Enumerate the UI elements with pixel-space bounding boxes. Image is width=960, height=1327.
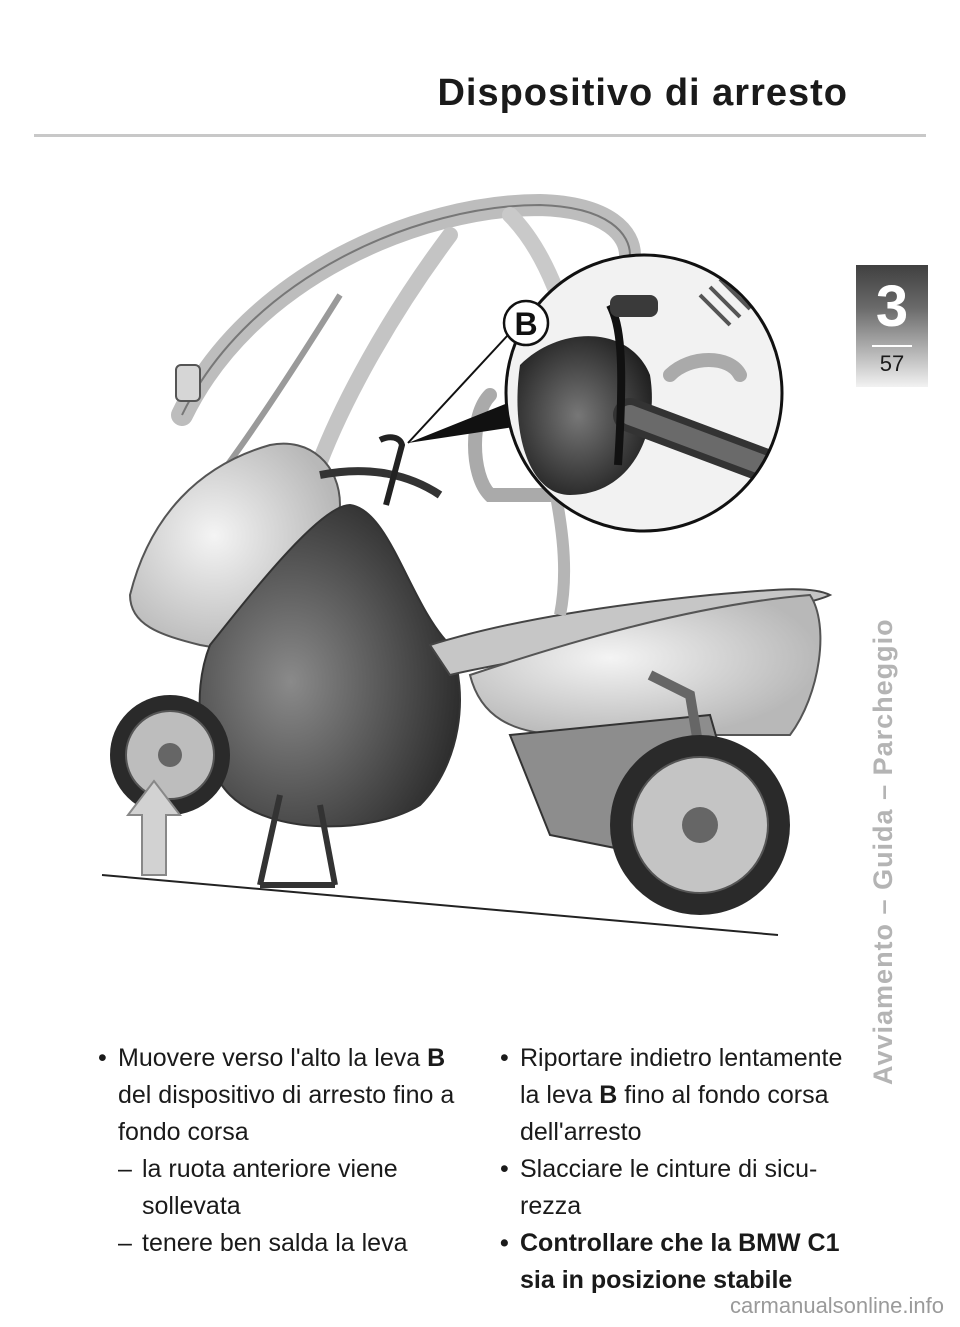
lift-arrow-icon	[125, 779, 183, 876]
sub-list-item: la ruota anteriore viene sollevata	[98, 1151, 468, 1225]
lower-body	[198, 503, 461, 828]
page-title: Dispositivo di arresto	[437, 72, 848, 114]
instructions-right-column: Riportare indietro lentamente la leva B …	[500, 1040, 860, 1299]
rear-wheel	[610, 735, 790, 915]
list-item: Controllare che la BMW C1 sia in posizio…	[500, 1225, 860, 1299]
list-item: Slacciare le cinture di sicu-rezza	[500, 1151, 860, 1225]
scooter-illustration: B	[101, 193, 833, 936]
chapter-divider	[872, 345, 912, 347]
mirror	[175, 364, 201, 402]
chapter-number: 3	[875, 274, 909, 339]
sub-list-item: tenere ben salda la leva	[98, 1225, 468, 1262]
callout-marker	[502, 299, 550, 347]
detail-inset	[504, 253, 784, 533]
callout-label: B	[514, 306, 537, 342]
title-divider	[34, 134, 926, 137]
stand-lever	[378, 434, 406, 506]
center-stand	[257, 794, 338, 888]
list-item: Riportare indietro lentamente la leva B …	[500, 1040, 860, 1151]
page-number: 57	[879, 351, 905, 376]
watermark: carmanualsonline.info	[729, 1293, 944, 1318]
chapter-tab: 3 57	[856, 265, 928, 387]
section-side-label: Avviamento – Guida – Parcheggio	[868, 618, 898, 1085]
list-item: Muovere verso l'alto la leva B del dispo…	[98, 1040, 468, 1151]
front-wheel	[110, 695, 230, 815]
handlebar	[319, 467, 443, 499]
instructions-left-column: Muovere verso l'alto la leva B del dispo…	[98, 1040, 468, 1262]
ground-line	[101, 874, 779, 936]
